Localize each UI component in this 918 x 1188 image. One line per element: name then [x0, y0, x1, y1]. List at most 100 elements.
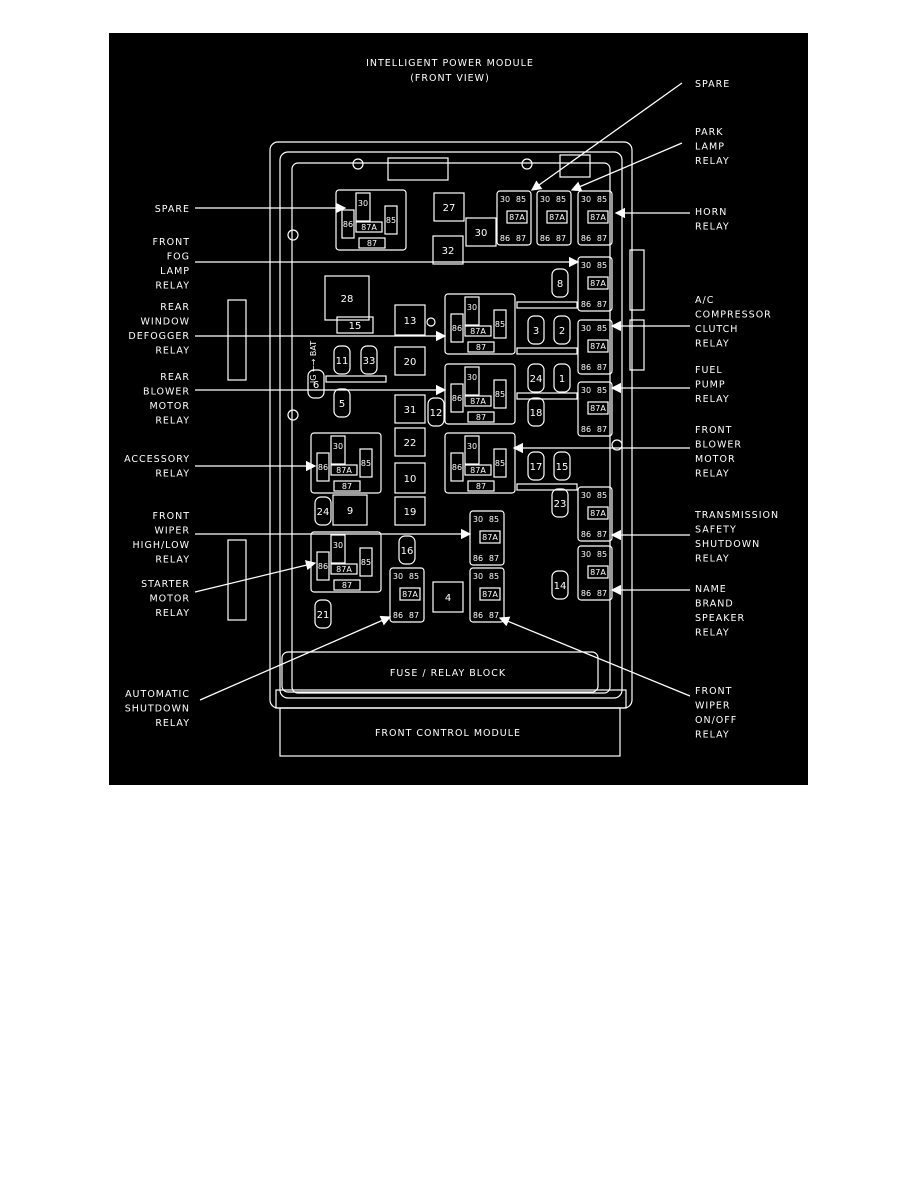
pin-label-86: 86 [452, 324, 462, 333]
mount-hole-icon [287, 409, 299, 421]
callout-text: LAMP [695, 142, 725, 153]
pin-label-87a: 87A [590, 279, 606, 288]
callout-text: FRONT [695, 686, 732, 697]
pin-label-30: 30 [581, 550, 591, 559]
callout-text: RELAY [695, 339, 730, 350]
mini-fuse: 5 [333, 388, 351, 418]
relay-body [389, 567, 425, 623]
fuse-body [394, 462, 426, 494]
ig-bat-label: IG ←→ BAT [309, 341, 318, 383]
pin-87a [464, 395, 492, 407]
fuse-body [336, 316, 374, 334]
fuse-number: 11 [336, 356, 349, 367]
mount-hole-icon [611, 439, 623, 451]
pin-87a [587, 506, 609, 520]
callout-text: SPEAKER [695, 613, 745, 624]
callout-text: RELAY [155, 469, 190, 480]
callout-text: RELAY [155, 346, 190, 357]
cartridge-fuse: 19 [394, 496, 426, 526]
pin-label-87: 87 [597, 300, 607, 309]
callout-text: RELAY [695, 554, 730, 565]
pin-label-85: 85 [495, 320, 505, 329]
mini-fuse: 24 [314, 496, 332, 526]
fuse-body [553, 451, 571, 481]
pin-label-86: 86 [581, 300, 591, 309]
pin-85 [384, 205, 398, 235]
pin-label-30: 30 [581, 324, 591, 333]
callout-text: DEFOGGER [128, 331, 190, 342]
pin-label-85: 85 [361, 459, 371, 468]
mini-fuse: 6 [307, 369, 325, 399]
pin-label-87: 87 [476, 482, 486, 491]
pin-label-30: 30 [581, 261, 591, 270]
mini-fuse: 23 [551, 488, 569, 518]
fuse-number: 17 [530, 462, 543, 473]
fuse-body [551, 488, 569, 518]
mount-hole-icon [352, 158, 364, 170]
callout-text: CLUTCH [695, 324, 738, 335]
pin-label-86: 86 [452, 394, 462, 403]
callout-text: BLOWER [695, 440, 742, 451]
pin-label-30: 30 [540, 195, 550, 204]
indicator-circle [426, 317, 436, 327]
callout-text: MOTOR [149, 401, 190, 412]
callout-text: RELAY [155, 555, 190, 566]
pin-label-87a: 87A [482, 590, 498, 599]
bus-bar [516, 392, 578, 400]
pin-87a [464, 464, 492, 476]
pin-87a [587, 276, 609, 290]
pin-label-86: 86 [500, 234, 510, 243]
pin-87a [506, 210, 528, 224]
mini-fuse: 18 [527, 397, 545, 427]
pin-label-87: 87 [516, 234, 526, 243]
pin-label-87a: 87A [590, 213, 606, 222]
pin-86 [316, 452, 330, 482]
callout-text: NAME [695, 584, 727, 595]
pin-label-85: 85 [597, 550, 607, 559]
pin-30 [330, 534, 346, 564]
mini-fuse: 24 [527, 363, 545, 393]
cartridge-fuse: 20 [394, 346, 426, 376]
pin-label-30: 30 [473, 515, 483, 524]
pin-label-87: 87 [342, 581, 352, 590]
mini-fuse: 17 [527, 451, 545, 481]
pin-label-86: 86 [581, 589, 591, 598]
callout-arrow [194, 560, 317, 593]
fuse-number: 31 [404, 405, 417, 416]
cartridge-fuse: 28 [324, 275, 370, 321]
fuse-number: 16 [401, 546, 414, 557]
front-control-module-label: FRONT CONTROL MODULE [375, 728, 521, 739]
bus-bar [516, 483, 578, 491]
pin-label-30: 30 [581, 491, 591, 500]
fuse-number: 18 [530, 408, 543, 419]
fuse-body [527, 397, 545, 427]
pin-label-85: 85 [597, 195, 607, 204]
fuse-number: 10 [404, 474, 417, 485]
pin-label-87a: 87A [590, 404, 606, 413]
fuse-body [394, 346, 426, 376]
callout-text: A/C [695, 295, 714, 306]
pin-label-87: 87 [597, 530, 607, 539]
pin-label-85: 85 [409, 572, 419, 581]
fuse-body [427, 397, 445, 427]
pin-label-30: 30 [393, 572, 403, 581]
cartridge-fuse: 27 [433, 192, 465, 222]
housing-outline [227, 141, 645, 757]
pin-87 [333, 579, 361, 591]
fuse-body [394, 496, 426, 526]
pin-label-86: 86 [452, 463, 462, 472]
pin-label-86: 86 [473, 611, 483, 620]
relay-body [444, 293, 516, 355]
pin-30 [330, 435, 346, 465]
callout-text: FRONT [153, 237, 190, 248]
pin-87a [587, 401, 609, 415]
